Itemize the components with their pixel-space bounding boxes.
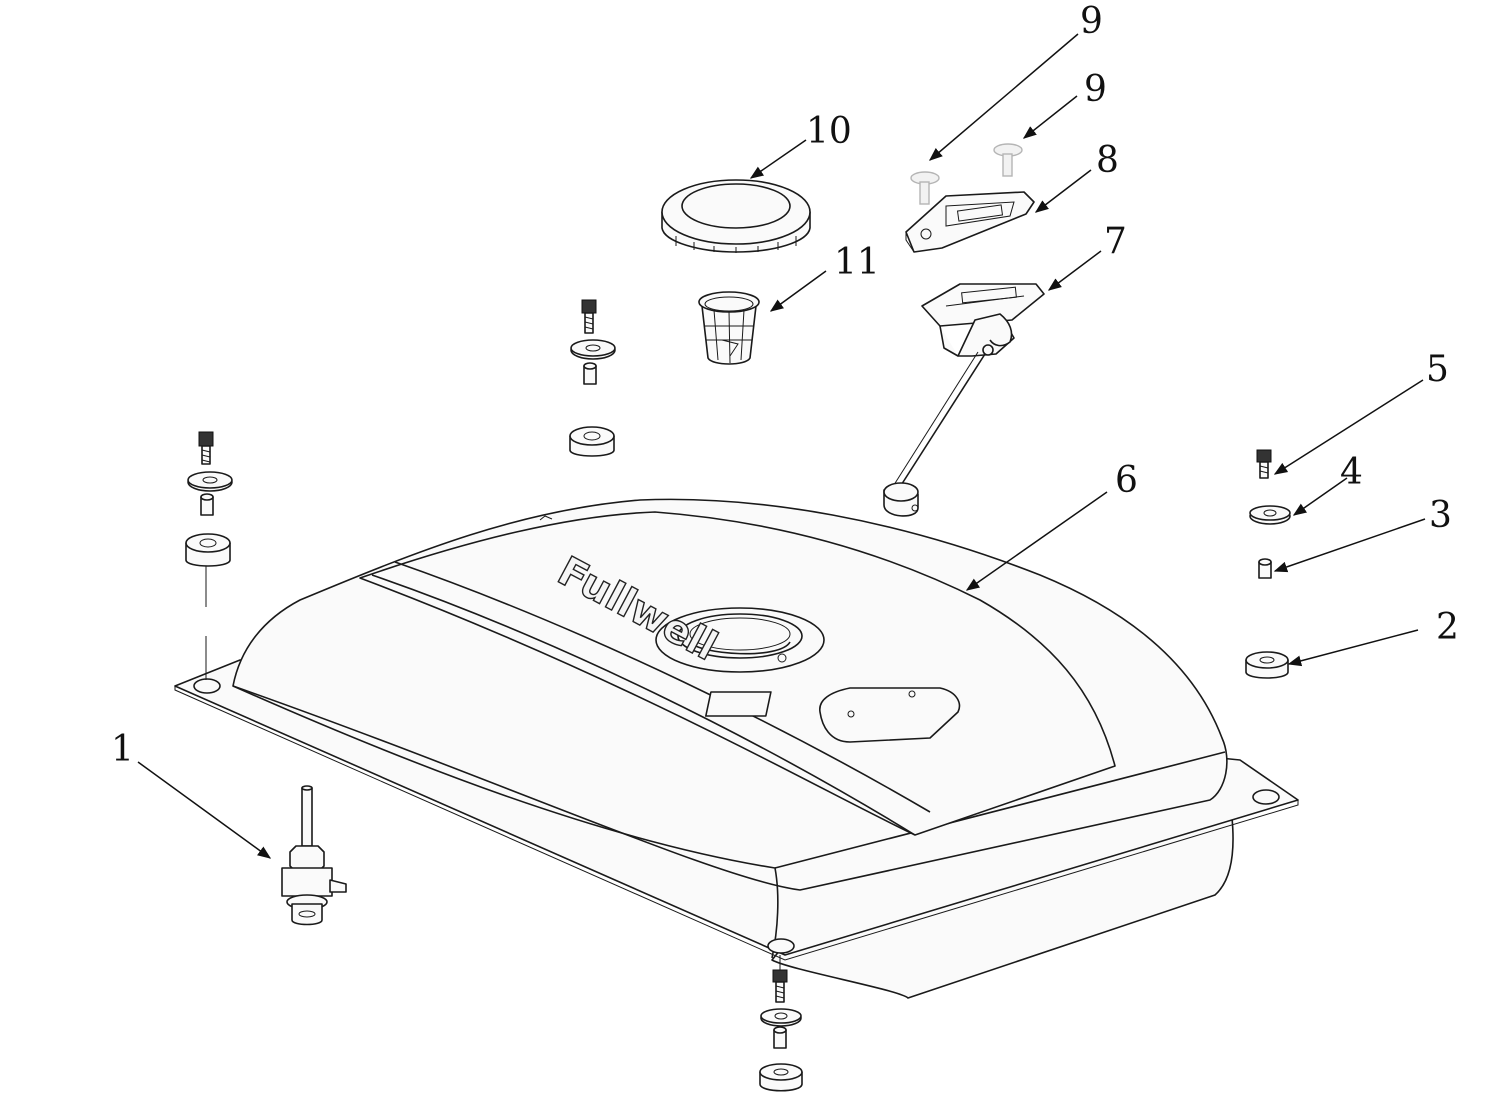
part-2-grommet [1245, 651, 1289, 679]
leader-2 [1287, 629, 1419, 667]
part-7-fuel-gauge [883, 283, 1045, 517]
fuel-tank: Fullwell [174, 498, 1299, 999]
callout-2: 2 [1436, 607, 1459, 648]
leader-9b [1022, 95, 1078, 139]
bottom-mount-stack [759, 955, 803, 1092]
leader-9a [928, 33, 1079, 161]
callout-1: 1 [111, 729, 134, 770]
leader-3 [1273, 518, 1426, 573]
leader-1 [137, 761, 272, 859]
leader-11 [769, 270, 827, 312]
leader-lines [137, 33, 1426, 859]
leader-5 [1273, 379, 1424, 475]
part-1-fuel-valve [281, 785, 347, 926]
callout-11: 11 [834, 242, 880, 283]
callout-5: 5 [1426, 349, 1449, 390]
callout-10: 10 [806, 111, 852, 152]
leader-10 [749, 139, 807, 179]
part-9-screw-b [993, 143, 1023, 177]
callout-8: 8 [1096, 140, 1119, 181]
left-mount-stack [185, 431, 233, 680]
callout-7: 7 [1104, 221, 1127, 262]
leader-7 [1047, 250, 1102, 291]
part-10-fuel-cap [661, 179, 811, 253]
part-5-bolt [1256, 449, 1272, 479]
leader-4 [1292, 477, 1348, 516]
callout-9a: 9 [1080, 1, 1103, 42]
right-mount-parts [1245, 449, 1291, 679]
leader-8 [1034, 169, 1092, 213]
part-3-collar [1258, 558, 1272, 579]
part-8-gauge-cover [905, 191, 1035, 253]
leader-6 [965, 491, 1108, 591]
callout-3: 3 [1429, 495, 1452, 536]
part-11-strainer [698, 291, 760, 365]
callout-9b: 9 [1084, 69, 1107, 110]
center-mount-stack [569, 299, 616, 457]
part-9-screw-a [910, 171, 940, 205]
part-4-washer [1249, 505, 1291, 525]
callout-6: 6 [1115, 460, 1138, 501]
callout-4: 4 [1340, 452, 1363, 493]
callout-labels: 1 2 3 4 5 6 7 8 9 9 10 11 [111, 1, 1459, 770]
